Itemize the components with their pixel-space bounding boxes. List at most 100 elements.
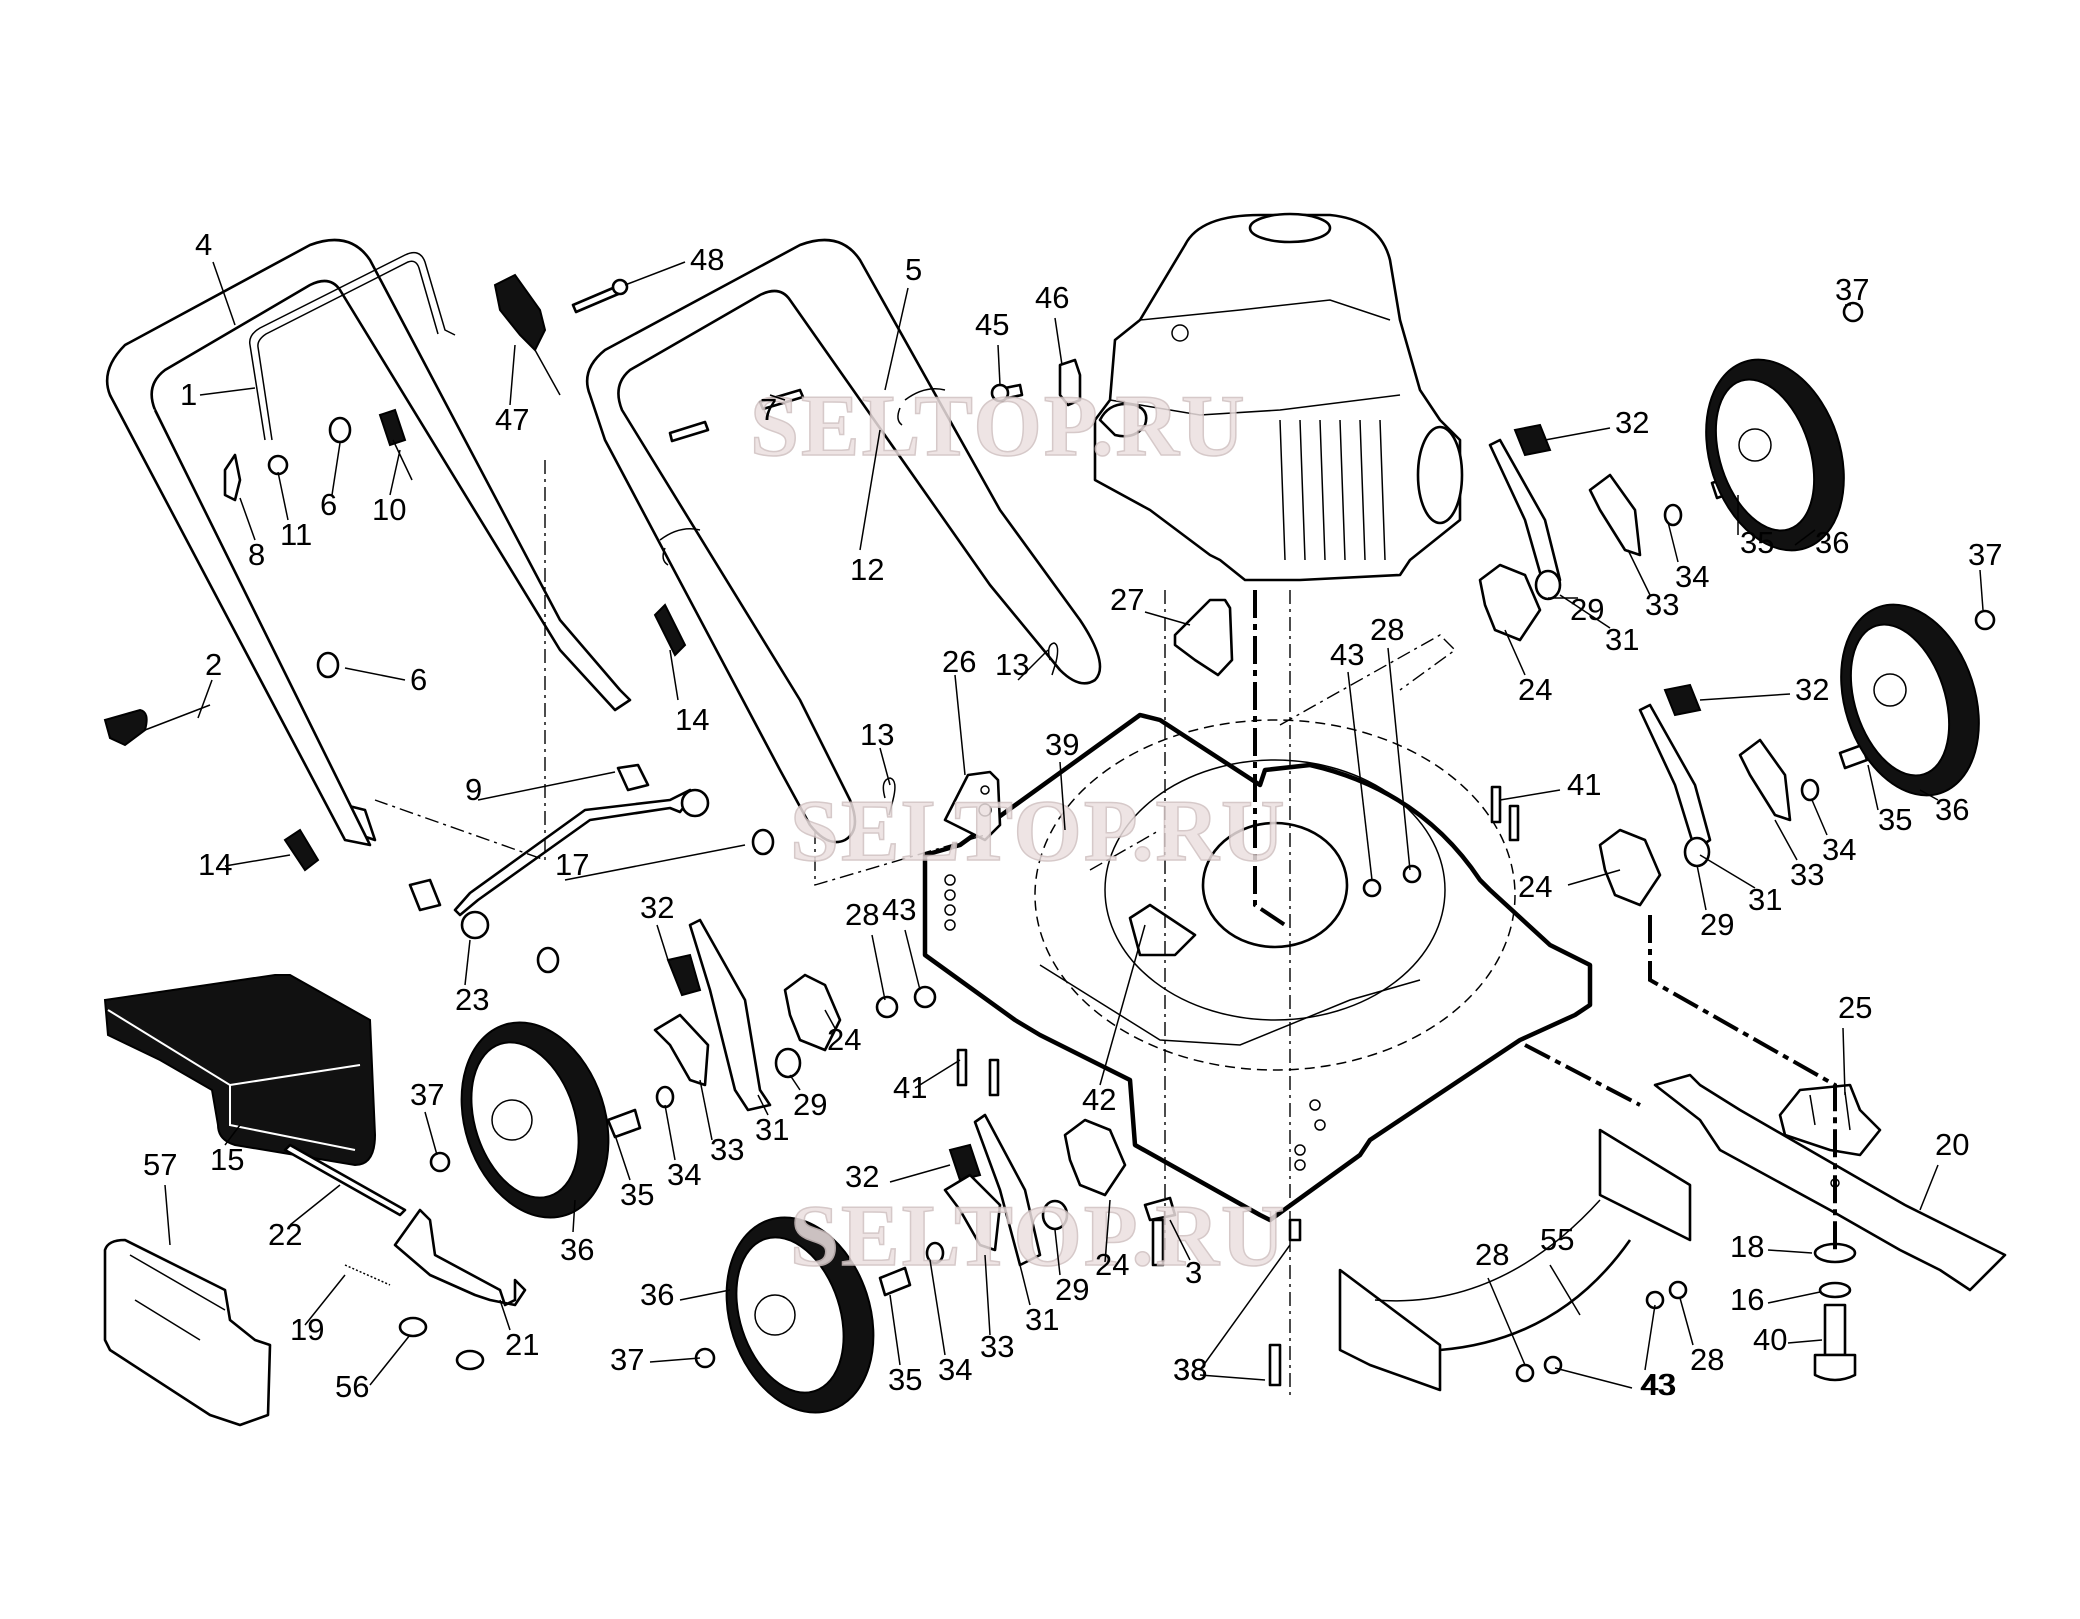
leader-line-l43a bbox=[904, 929, 921, 991]
leader-line-l11 bbox=[277, 471, 289, 521]
leader-line-l55 bbox=[1549, 1264, 1581, 1316]
leader-line-l6b bbox=[344, 667, 406, 681]
part-label: 18 bbox=[1730, 1229, 1764, 1264]
leader-line-l19 bbox=[304, 1274, 346, 1326]
height-adjuster-front-left bbox=[878, 1113, 1127, 1297]
handle-knob-part-2 bbox=[103, 704, 211, 747]
hairpin-part-13 bbox=[882, 642, 1059, 816]
part-label: 31 bbox=[1605, 622, 1639, 657]
part-label: 31 bbox=[1748, 882, 1782, 917]
leader-line-l15 bbox=[224, 1124, 241, 1146]
part-label: 6 bbox=[320, 487, 337, 522]
leader-line-l31c bbox=[1699, 854, 1756, 889]
leader-line-l31d bbox=[1019, 1264, 1031, 1306]
engine bbox=[1093, 212, 1464, 582]
part-label: 34 bbox=[938, 1352, 972, 1387]
leader-line-l37c bbox=[1979, 569, 1984, 611]
part-label: 46 bbox=[1035, 280, 1069, 315]
part-label: 21 bbox=[505, 1327, 539, 1362]
leader-line-l6a bbox=[331, 442, 341, 496]
leader-line-l24a bbox=[824, 1009, 837, 1031]
leader-line-l34b bbox=[1667, 521, 1679, 563]
part-label: 1 bbox=[180, 377, 197, 412]
leader-line-l56 bbox=[369, 1334, 411, 1386]
part-label: 28 bbox=[845, 897, 879, 932]
part-label: 57 bbox=[143, 1147, 177, 1182]
part-label: 10 bbox=[372, 492, 406, 527]
part-label: 28 bbox=[1370, 612, 1404, 647]
leader-line-l41a bbox=[1499, 789, 1561, 801]
part-label: 36 bbox=[1815, 525, 1849, 560]
part-label: 32 bbox=[640, 890, 674, 925]
upper-handle-part-5 bbox=[585, 238, 1102, 844]
part-label: 55 bbox=[1540, 1222, 1574, 1257]
wheel-front-left bbox=[725, 1216, 875, 1414]
wheel-nuts-part-37 bbox=[429, 301, 1996, 1369]
part-label: 32 bbox=[1615, 405, 1649, 440]
leader-line-l35c bbox=[1867, 764, 1879, 811]
part-label: 32 bbox=[1795, 672, 1829, 707]
leader-line-l32c bbox=[1699, 693, 1791, 701]
part-label: 43 bbox=[1640, 1367, 1674, 1402]
part-label: 43 bbox=[1330, 637, 1364, 672]
nut-part-56 bbox=[398, 1316, 485, 1371]
part-label: 33 bbox=[1790, 857, 1824, 892]
part-label: 27 bbox=[1110, 582, 1144, 617]
leader-line-l33a bbox=[699, 1079, 713, 1141]
part-label: 32 bbox=[845, 1159, 879, 1194]
leader-line-l34c bbox=[1811, 799, 1828, 836]
height-adjuster-rear-left bbox=[606, 918, 937, 1139]
leader-line-l36c bbox=[1919, 789, 1939, 801]
leader-line-l43d bbox=[1644, 1304, 1656, 1371]
leader-line-l48 bbox=[624, 261, 686, 286]
bolts-part-41 bbox=[956, 785, 1520, 1097]
part-label: 2 bbox=[205, 647, 222, 682]
part-label: 29 bbox=[793, 1087, 827, 1122]
part-label: 24 bbox=[1095, 1247, 1129, 1282]
part-label: 31 bbox=[755, 1112, 789, 1147]
leader-line-l33b bbox=[1627, 549, 1651, 596]
leader-line-l36b bbox=[1794, 529, 1816, 546]
lower-handle-part-4 bbox=[105, 238, 632, 847]
leader-line-l37a bbox=[424, 1111, 438, 1156]
part-label: 37 bbox=[1968, 537, 2002, 572]
part-label: 7 bbox=[760, 392, 777, 427]
part-label: 38 bbox=[1173, 1352, 1207, 1387]
bracket-part-21 bbox=[393, 1208, 527, 1307]
part-label: 34 bbox=[667, 1157, 701, 1192]
part-label: 35 bbox=[1740, 525, 1774, 560]
part-label: 26 bbox=[942, 644, 976, 679]
wheel-front-right bbox=[1840, 603, 1980, 797]
part-label: 22 bbox=[268, 1217, 302, 1252]
part-label: 43 bbox=[1642, 1367, 1676, 1402]
leader-line-l43b bbox=[1347, 671, 1373, 881]
throttle-cable-bail-part-1 bbox=[248, 251, 456, 441]
watermark-middle: SELTOP.RU bbox=[790, 783, 1287, 880]
leader-line-l14b bbox=[669, 649, 679, 701]
part-label: 28 bbox=[1475, 1237, 1509, 1272]
leader-line-l25 bbox=[1842, 1027, 1846, 1096]
height-adjuster-front-right bbox=[1598, 683, 1869, 907]
leader-line-l24d bbox=[1104, 1199, 1111, 1263]
watermark-top: SELTOP.RU bbox=[750, 378, 1247, 475]
leader-line-l24c bbox=[1567, 869, 1621, 886]
leader-line-l9 bbox=[477, 771, 616, 801]
leader-line-l20 bbox=[1919, 1164, 1939, 1211]
part-label: 38 bbox=[1173, 1352, 1207, 1387]
leader-line-l40 bbox=[1787, 1339, 1823, 1344]
part-label: 16 bbox=[1730, 1282, 1764, 1317]
leader-line-l12 bbox=[859, 429, 881, 551]
part-label: 31 bbox=[1025, 1302, 1059, 1337]
deck-adjust-holes bbox=[944, 874, 1326, 1171]
deflector-nuts-part-28-43 bbox=[1362, 864, 1688, 1383]
leader-line-l13b bbox=[1017, 649, 1049, 681]
leader-line-l57 bbox=[164, 1184, 171, 1246]
part-label: 13 bbox=[860, 717, 894, 752]
blade-adapter-part-25 bbox=[1778, 1083, 1882, 1157]
part-label: 28 bbox=[1690, 1342, 1724, 1377]
leader-line-l38b bbox=[1199, 1244, 1291, 1371]
part-label: 14 bbox=[675, 702, 709, 737]
part-label: 19 bbox=[290, 1312, 324, 1347]
leader-line-l24b bbox=[1504, 629, 1526, 676]
part-label: 36 bbox=[560, 1232, 594, 1267]
